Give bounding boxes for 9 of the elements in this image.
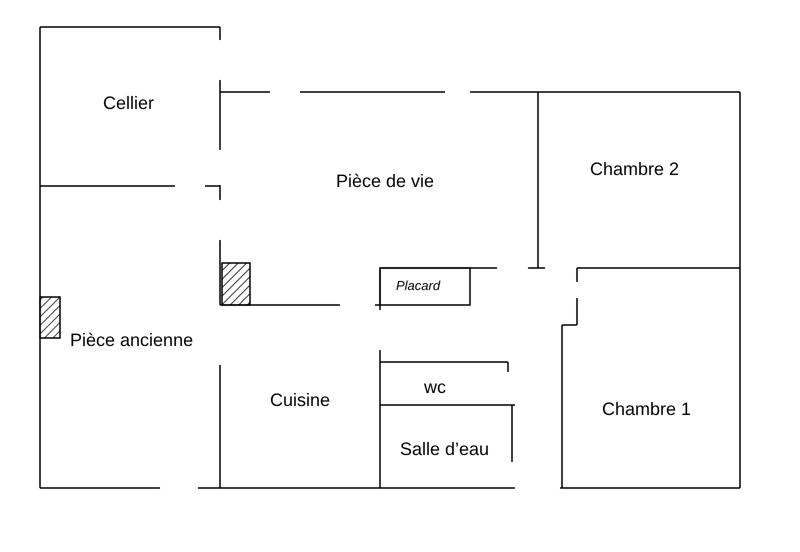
room-label: Salle d’eau bbox=[400, 440, 490, 458]
room-label: Pièce ancienne bbox=[70, 331, 194, 349]
room-label: wc bbox=[424, 378, 446, 396]
room-label: Cellier bbox=[103, 94, 154, 112]
room-label: Chambre 1 bbox=[602, 400, 692, 418]
room-label: Pièce de vie bbox=[336, 172, 434, 190]
room-label: Chambre 2 bbox=[590, 160, 680, 178]
closet-label: Placard bbox=[396, 279, 440, 292]
room-label: Cuisine bbox=[270, 391, 330, 409]
